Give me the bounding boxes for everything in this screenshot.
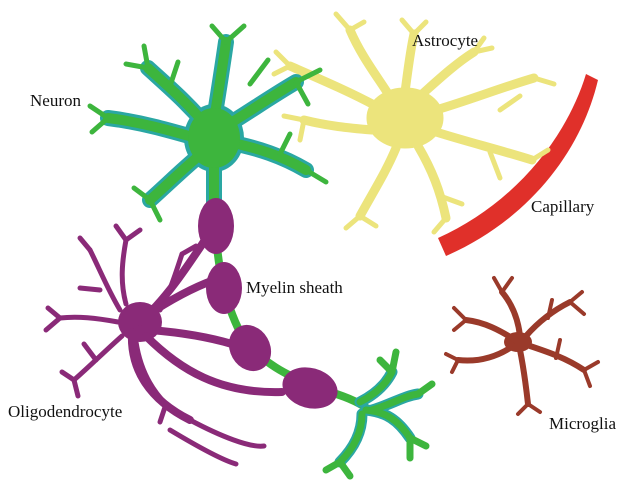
label-myelin-sheath: Myelin sheath <box>246 279 343 296</box>
label-microglia: Microglia <box>549 415 616 432</box>
myelin-segment <box>278 361 342 414</box>
myelin-segment <box>198 198 234 254</box>
microglia-cell <box>446 278 598 414</box>
myelin-segment <box>206 262 242 314</box>
myelin-segment <box>221 317 280 379</box>
axon-terminal <box>326 352 432 476</box>
neuron-cell <box>90 26 326 220</box>
label-capillary: Capillary <box>531 198 594 215</box>
label-oligodendrocyte: Oligodendrocyte <box>8 403 122 420</box>
label-neuron: Neuron <box>30 92 81 109</box>
label-astrocyte: Astrocyte <box>412 32 478 49</box>
